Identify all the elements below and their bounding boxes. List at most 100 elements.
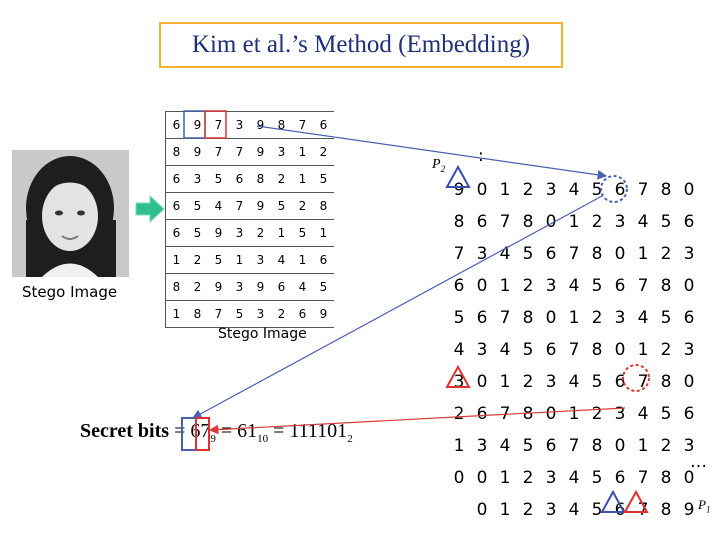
- grid-cell: 6: [614, 276, 626, 296]
- grid-cell: 7: [637, 180, 649, 200]
- grid-cell: 1: [568, 212, 580, 232]
- matrix-cell: 2: [292, 192, 313, 220]
- slide-title: Kim et al.’s Method (Embedding): [159, 22, 563, 68]
- matrix-caption: Stego Image: [218, 326, 307, 342]
- grid-cell: 6: [476, 404, 488, 424]
- stego-image-label: Stego Image: [22, 283, 118, 301]
- grid-cell: 6: [614, 180, 626, 200]
- grid-cell: 0: [545, 212, 557, 232]
- grid-cell: 8: [660, 180, 672, 200]
- matrix-cell: 5: [292, 219, 313, 247]
- grid-cell: 2: [660, 436, 672, 456]
- grid-cell: 8: [660, 372, 672, 392]
- matrix-cell: 7: [208, 138, 229, 166]
- grid-cell: 2: [522, 180, 534, 200]
- grid-cell: 7: [499, 308, 511, 328]
- grid-cell: 8: [522, 212, 534, 232]
- pair-highlight-box: [183, 110, 206, 139]
- grid-cell: 3: [614, 308, 626, 328]
- grid-cell: 8: [522, 308, 534, 328]
- matrix-cell: 8: [187, 300, 208, 328]
- secret-eq2: = 61: [215, 420, 258, 442]
- matrix-cell: 6: [165, 165, 187, 193]
- matrix-cell: 5: [313, 165, 334, 193]
- grid-cell: 3: [683, 340, 695, 360]
- grid-cell: 7: [568, 340, 580, 360]
- cover-pair-arrow: [191, 195, 603, 419]
- grid-cell: 5: [660, 212, 672, 232]
- grid-cell: 8: [591, 340, 603, 360]
- matrix-cell: 1: [313, 219, 334, 247]
- grid-cell: 7: [637, 372, 649, 392]
- grid-cell: 2: [591, 308, 603, 328]
- matrix-cell: 3: [229, 219, 250, 247]
- grid-cell: 6: [683, 404, 695, 424]
- matrix-cell: 4: [208, 192, 229, 220]
- grid-cell: 4: [568, 468, 580, 488]
- y-axis-label: 5: [453, 308, 465, 328]
- secret-bits-label: Secret bits: [80, 420, 170, 442]
- matrix-cell: 6: [313, 246, 334, 274]
- p2-letter: P: [432, 157, 441, 172]
- grid-cell: 8: [591, 244, 603, 264]
- grid-cell: 3: [545, 180, 557, 200]
- p2-triangle: [445, 164, 471, 188]
- grid-cell: 8: [591, 436, 603, 456]
- matrix-cell: 3: [229, 111, 250, 139]
- grid-cell: 4: [568, 372, 580, 392]
- x-axis-label: 7: [637, 500, 649, 520]
- matrix-cell: 7: [208, 300, 229, 328]
- matrix-cell: 2: [187, 246, 208, 274]
- matrix-cell: 1: [229, 246, 250, 274]
- grid-cell: 1: [568, 404, 580, 424]
- pixel-pair-arrow: [256, 125, 608, 180]
- grid-cell: 6: [683, 212, 695, 232]
- grid-cell: 3: [545, 468, 557, 488]
- matrix-cell: 9: [208, 219, 229, 247]
- grid-cell: 6: [545, 244, 557, 264]
- grid-cell: 5: [522, 340, 534, 360]
- matrix-cell: 1: [292, 138, 313, 166]
- grid-cell: 0: [476, 372, 488, 392]
- matrix-cell: 1: [165, 300, 187, 328]
- green-right-arrow-icon: [135, 194, 165, 224]
- grid-cell: 4: [499, 244, 511, 264]
- grid-cell: 1: [637, 436, 649, 456]
- grid-cell: 1: [499, 180, 511, 200]
- matrix-cell: 4: [292, 273, 313, 301]
- matrix-cell: 1: [271, 219, 292, 247]
- x-axis-label: 4: [568, 500, 580, 520]
- matrix-cell: 9: [250, 273, 271, 301]
- secret-eq1: = 6: [169, 420, 201, 442]
- grid-cell: 6: [545, 436, 557, 456]
- grid-cell: 0: [683, 372, 695, 392]
- grid-cell: 3: [683, 244, 695, 264]
- grid-cell: 7: [568, 436, 580, 456]
- pair-highlight-box-second: [204, 110, 227, 139]
- grid-cell: 3: [614, 212, 626, 232]
- matrix-cell: 6: [165, 219, 187, 247]
- grid-cell: 6: [476, 212, 488, 232]
- grid-cell: 5: [522, 436, 534, 456]
- matrix-cell: 5: [187, 219, 208, 247]
- matrix-cell: 9: [208, 273, 229, 301]
- grid-cell: 1: [637, 244, 649, 264]
- grid-cell: 8: [660, 276, 672, 296]
- x-axis-label: 9: [683, 500, 695, 520]
- matrix-cell: 8: [165, 273, 187, 301]
- matrix-cell: 8: [313, 192, 334, 220]
- matrix-cell: 6: [165, 111, 187, 139]
- grid-cell: 6: [476, 308, 488, 328]
- grid-cell: 3: [476, 244, 488, 264]
- matrix-cell: 3: [250, 300, 271, 328]
- grid-cell: 0: [545, 308, 557, 328]
- grid-cell: 5: [522, 244, 534, 264]
- grid-cell: 5: [660, 404, 672, 424]
- source-circle: [600, 175, 628, 203]
- matrix-cell: 6: [292, 300, 313, 328]
- matrix-cell: 3: [271, 138, 292, 166]
